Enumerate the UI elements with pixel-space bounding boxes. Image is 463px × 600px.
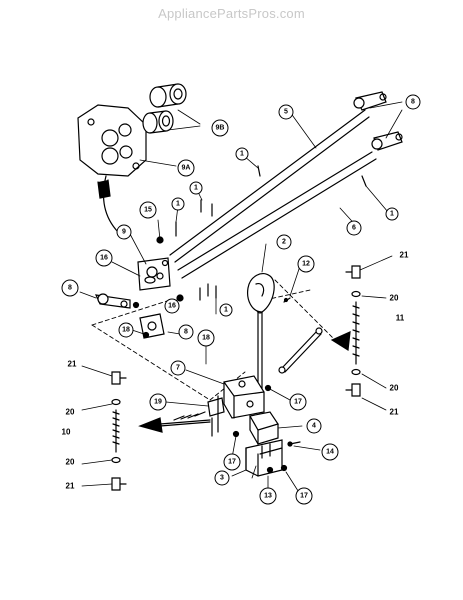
svg-text:17: 17 <box>294 399 302 406</box>
callout-13: 13 <box>259 487 277 505</box>
svg-text:14: 14 <box>326 449 334 456</box>
svg-text:17: 17 <box>228 459 236 466</box>
curved-arrow <box>97 175 119 233</box>
callout-17-a: 17 <box>289 393 307 411</box>
callout-8-left: 8 <box>61 279 79 297</box>
crank-arms-top <box>353 91 403 151</box>
callout-18-a: 18 <box>118 322 134 338</box>
middle-lever <box>139 313 165 339</box>
svg-text:5: 5 <box>284 109 288 116</box>
callout-19: 19 <box>149 393 167 411</box>
svg-text:8: 8 <box>184 329 188 336</box>
label-21-top-left: 21 <box>68 360 77 369</box>
right-stud-assembly <box>345 265 361 397</box>
screw <box>232 384 301 474</box>
svg-text:9B: 9B <box>216 125 225 132</box>
callout-17-c: 17 <box>295 487 313 505</box>
direction-arrow-left <box>138 411 211 433</box>
svg-text:7: 7 <box>176 365 180 372</box>
callout-18-b: 18 <box>197 329 215 347</box>
label-10: 10 <box>62 428 71 437</box>
callouts: 9A 9B 8 5 1 1 1 1 1 15 9 6 2 12 16 16 8 … <box>61 94 421 505</box>
svg-text:9A: 9A <box>182 165 191 172</box>
label-21-bottom-right: 21 <box>390 408 399 417</box>
svg-text:1: 1 <box>224 307 228 314</box>
svg-text:13: 13 <box>264 493 272 500</box>
svg-text:18: 18 <box>202 335 210 342</box>
left-bracket <box>137 236 184 302</box>
callout-1-a: 1 <box>235 147 249 161</box>
callout-8-top: 8 <box>405 94 421 110</box>
svg-text:12: 12 <box>302 261 310 268</box>
callout-9b: 9B <box>211 119 229 137</box>
callout-14: 14 <box>321 443 339 461</box>
slider-block <box>249 411 279 445</box>
svg-text:2: 2 <box>282 239 286 246</box>
mounting-plate <box>77 104 147 177</box>
spring-clip <box>283 297 291 303</box>
callout-1-c: 1 <box>189 181 203 195</box>
base-bracket <box>245 439 283 477</box>
label-21-bottom-left: 21 <box>66 482 75 491</box>
callout-9a: 9A <box>177 159 195 177</box>
callout-1-d: 1 <box>171 197 185 211</box>
callout-12: 12 <box>297 255 315 273</box>
left-stud-assembly <box>111 371 127 491</box>
callout-4: 4 <box>306 418 322 434</box>
callout-1-e: 1 <box>219 303 233 317</box>
callout-16-b: 16 <box>164 298 180 314</box>
shaft-upper <box>169 109 370 263</box>
plain-labels: 21 20 11 20 21 21 20 10 20 21 <box>62 251 409 491</box>
svg-text:17: 17 <box>300 493 308 500</box>
svg-text:19: 19 <box>154 399 162 406</box>
bushings <box>142 83 187 134</box>
label-20-bottom-left: 20 <box>66 458 75 467</box>
svg-text:16: 16 <box>100 255 108 262</box>
svg-text:8: 8 <box>411 99 415 106</box>
roll-pins <box>175 165 367 301</box>
watermark: AppliancePartsPros.com <box>158 6 305 21</box>
svg-text:1: 1 <box>194 185 198 192</box>
svg-text:1: 1 <box>176 201 180 208</box>
svg-text:4: 4 <box>312 423 316 430</box>
control-knob <box>247 273 275 313</box>
main-bracket <box>207 375 265 437</box>
label-21-top-right: 21 <box>400 251 409 260</box>
svg-text:8: 8 <box>68 285 72 292</box>
callout-6: 6 <box>346 220 362 236</box>
callout-8-mid: 8 <box>178 324 194 340</box>
callout-17-b: 17 <box>223 453 241 471</box>
callout-15: 15 <box>139 201 157 219</box>
svg-text:9: 9 <box>122 229 126 236</box>
svg-text:3: 3 <box>220 475 224 482</box>
label-20-top-left: 20 <box>66 408 75 417</box>
label-11: 11 <box>396 314 405 323</box>
svg-text:6: 6 <box>352 225 356 232</box>
callout-9: 9 <box>116 224 132 240</box>
shaft-lower <box>177 151 377 279</box>
callout-16-a: 16 <box>95 249 113 267</box>
callout-1-b: 1 <box>385 207 399 221</box>
direction-arrow-right <box>330 331 351 352</box>
callout-7: 7 <box>170 360 186 376</box>
label-20-bottom-right: 20 <box>390 384 399 393</box>
svg-text:18: 18 <box>122 327 130 334</box>
svg-text:1: 1 <box>390 211 394 218</box>
link-rod <box>278 327 323 374</box>
svg-text:1: 1 <box>240 151 244 158</box>
callout-2: 2 <box>276 234 292 250</box>
label-20-top-right: 20 <box>390 294 399 303</box>
callout-3: 3 <box>214 470 230 486</box>
svg-text:15: 15 <box>144 207 152 214</box>
svg-text:16: 16 <box>168 303 176 310</box>
left-lever <box>95 293 140 309</box>
callout-5: 5 <box>278 104 294 120</box>
